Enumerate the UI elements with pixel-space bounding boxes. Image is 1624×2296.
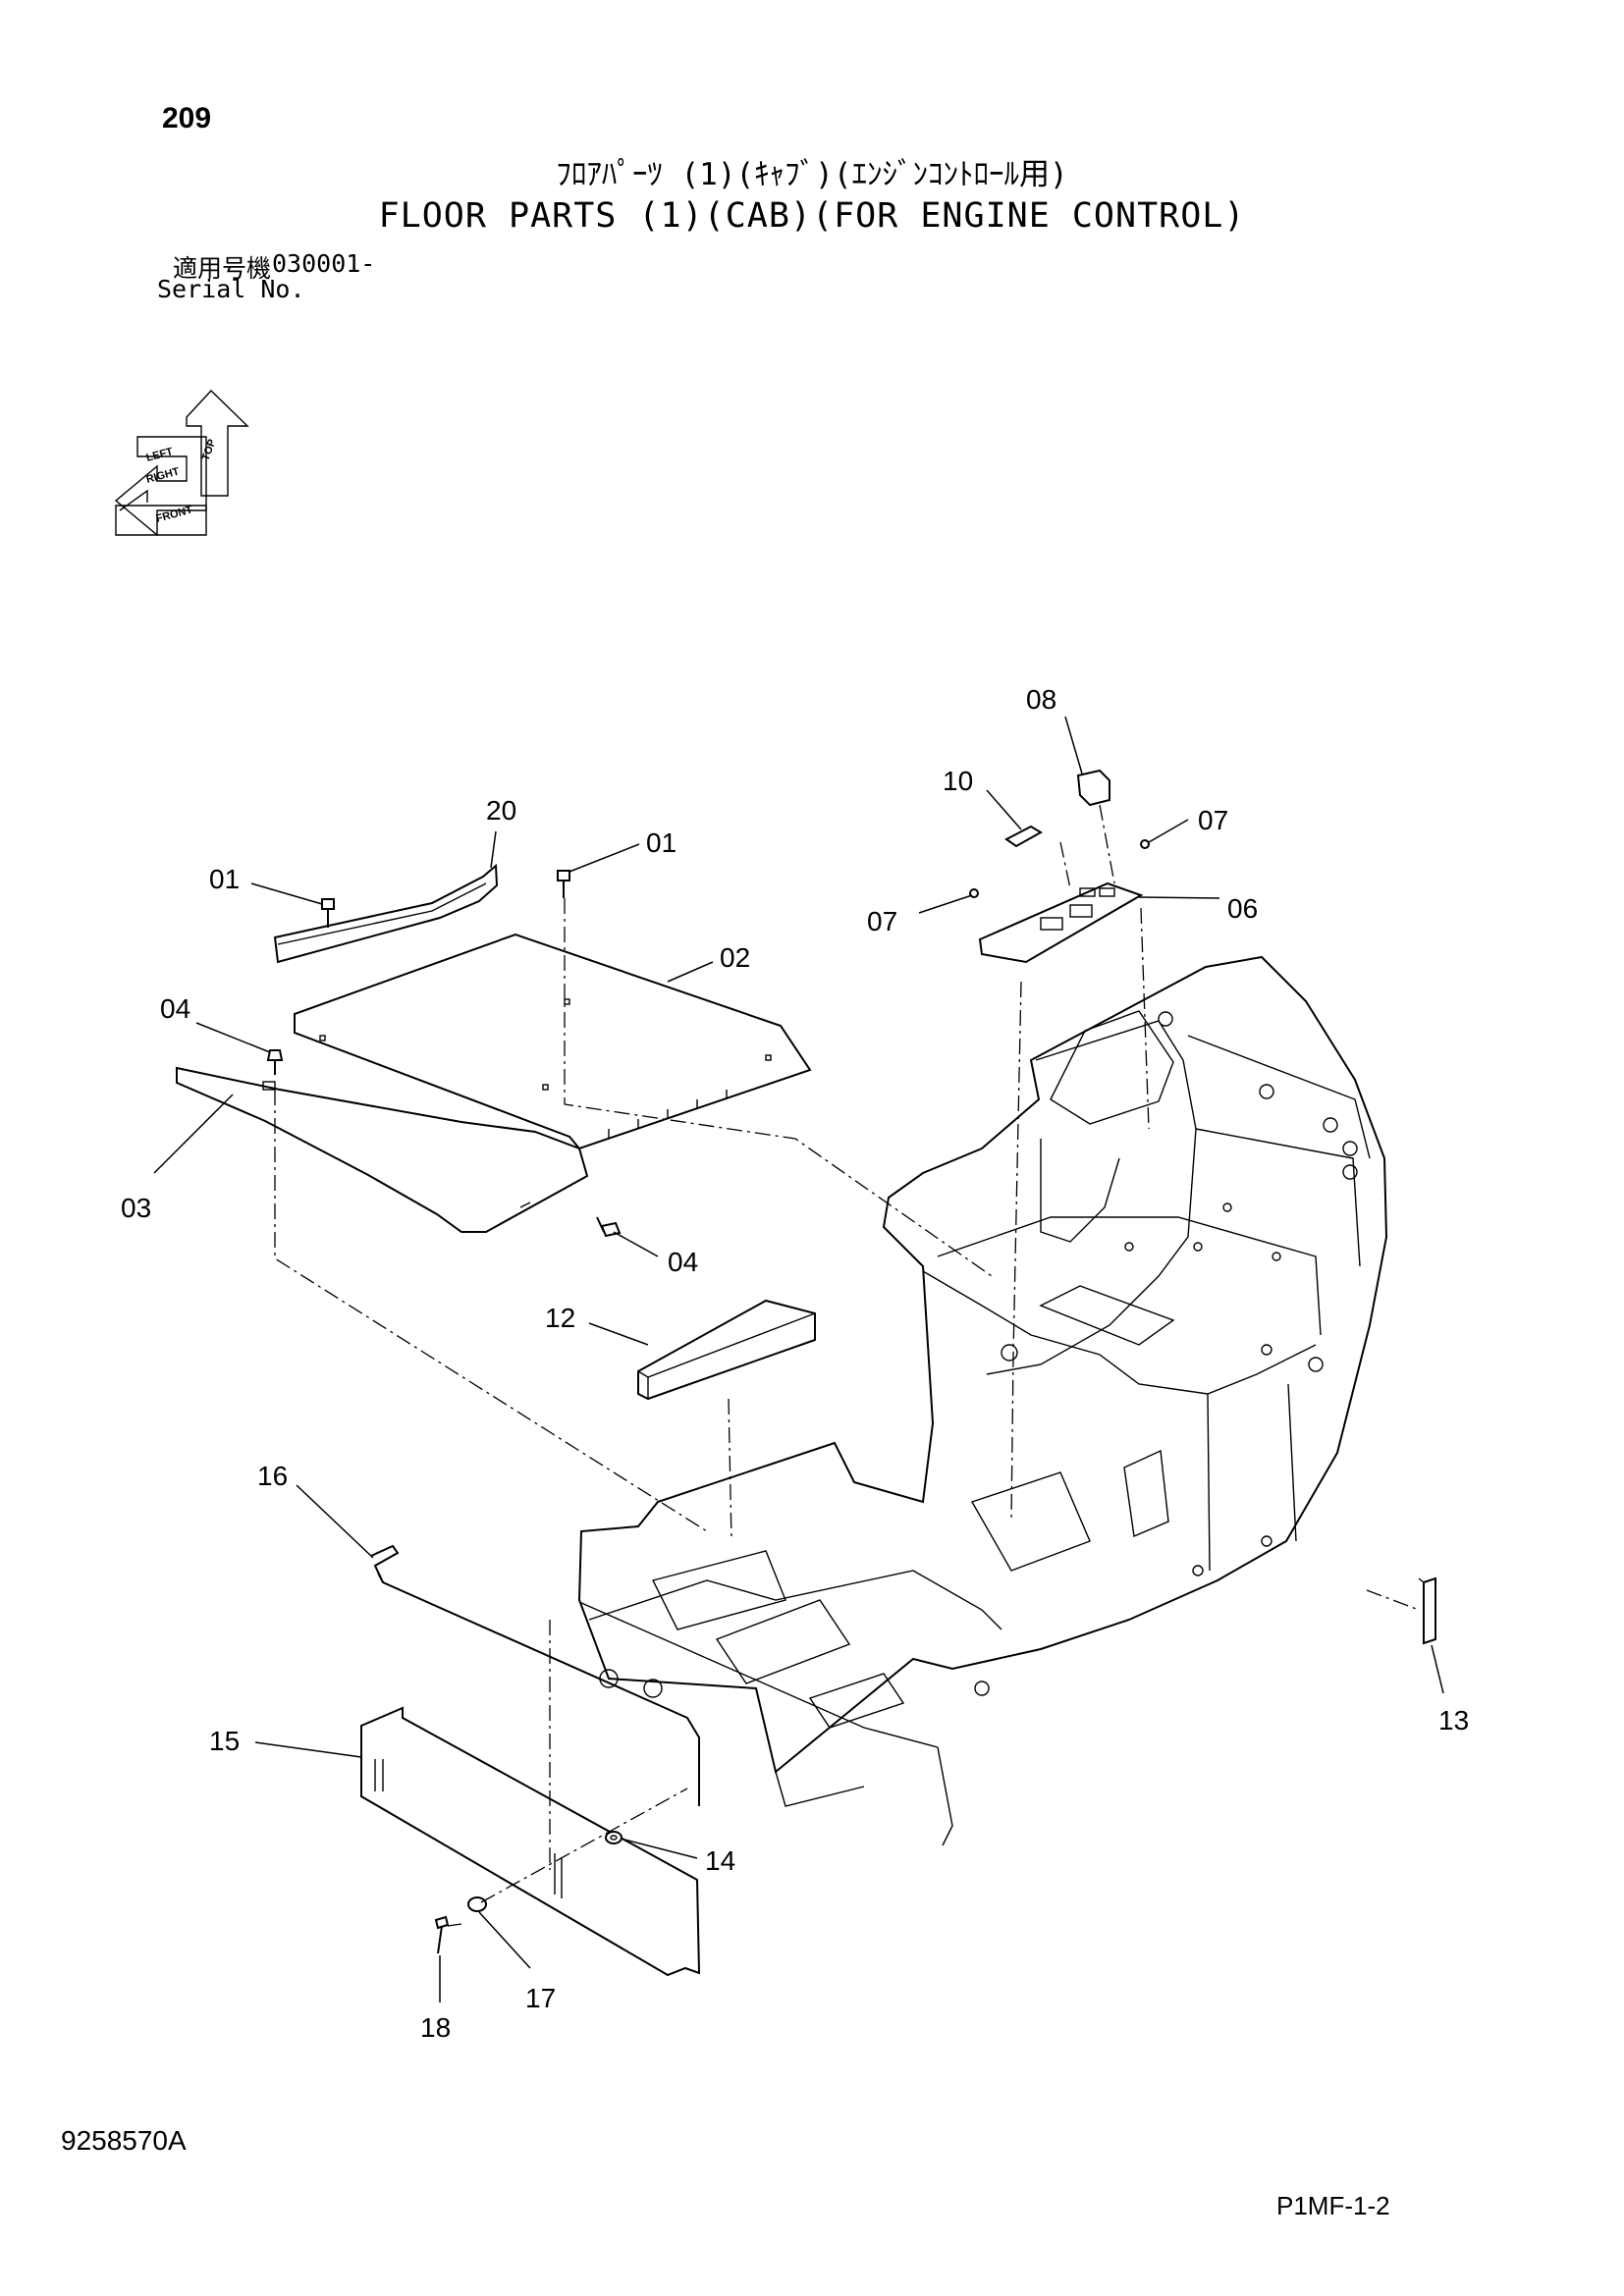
clip-part-04 [266,1049,622,1238]
applicable-serial-label-jp: 適用号機 [173,254,272,283]
floor-mat-holes [319,998,772,1139]
callout-13: 13 [1438,1705,1469,1735]
page-title-english: FLOOR PARTS (1)(CAB)(FOR ENGINE CONTROL) [378,196,1246,236]
callout-04-bottom: 04 [668,1247,698,1277]
callout-06: 06 [1227,893,1258,924]
callout-03: 03 [121,1193,151,1223]
page-code: P1MF-1-2 [1276,2191,1390,2220]
page-title-japanese: ﾌﾛｱﾊﾟｰﾂ (1)(ｷｬﾌﾞ)(ｴﾝｼﾞﾝｺﾝﾄﾛｰﾙ用) [556,157,1068,192]
serial-number-label: Serial No. [157,275,305,303]
callout-04-top: 04 [160,993,190,1024]
page-number: 209 [162,102,212,134]
screw-part-07 [1140,839,1150,849]
washer-part-14 [605,1831,623,1844]
bolt-part-01 [321,870,570,928]
callout-14: 14 [705,1845,735,1876]
applicable-serial-value: 030001- [272,249,376,278]
callout-01-left: 01 [209,864,240,894]
callout-12: 12 [545,1303,575,1333]
assembly-guide-lines [274,804,1420,1927]
switch-part-08 [1076,769,1110,807]
callout-10: 10 [943,766,973,796]
console-cover-slots [1040,887,1115,931]
callout-18: 18 [420,2012,451,2043]
callout-16: 16 [257,1461,288,1491]
bolt-part-18 [434,1915,450,1954]
callout-07-left: 07 [867,906,897,936]
bracket-part-13 [1423,1576,1436,1645]
callout-15: 15 [209,1726,240,1756]
callout-20: 20 [486,795,516,826]
callout-numbers: 01 01 02 03 04 04 06 07 07 08 10 12 13 1… [121,684,1469,2043]
cab-floor-frame [577,955,1388,1846]
callout-01-right: 01 [646,828,677,858]
seal-strip-part-20 [273,863,499,964]
cover-plate-part-15 [360,1706,701,1977]
duct-part-12 [637,1299,816,1401]
orientation-label-front: FRONT [155,504,194,524]
cover-part-10 [1004,825,1043,848]
washer-part-17 [467,1896,487,1912]
callout-08: 08 [1026,684,1056,715]
plate-part-03 [176,1066,589,1233]
orientation-label-left: LEFT [145,446,175,464]
console-cover-part-06 [978,881,1144,964]
floor-mat-part-02 [294,933,812,1150]
orientation-label-top: TOP [200,438,219,462]
callout-leader-lines [153,716,1444,2002]
drawing-number: 9258570A [61,2125,187,2156]
callout-07-right: 07 [1198,805,1228,835]
orientation-arrows-icon: TOP LEFT RIGHT FRONT [114,389,249,537]
callout-02: 02 [720,942,750,973]
orientation-label-right: RIGHT [145,465,181,486]
callout-17: 17 [525,1983,556,2013]
